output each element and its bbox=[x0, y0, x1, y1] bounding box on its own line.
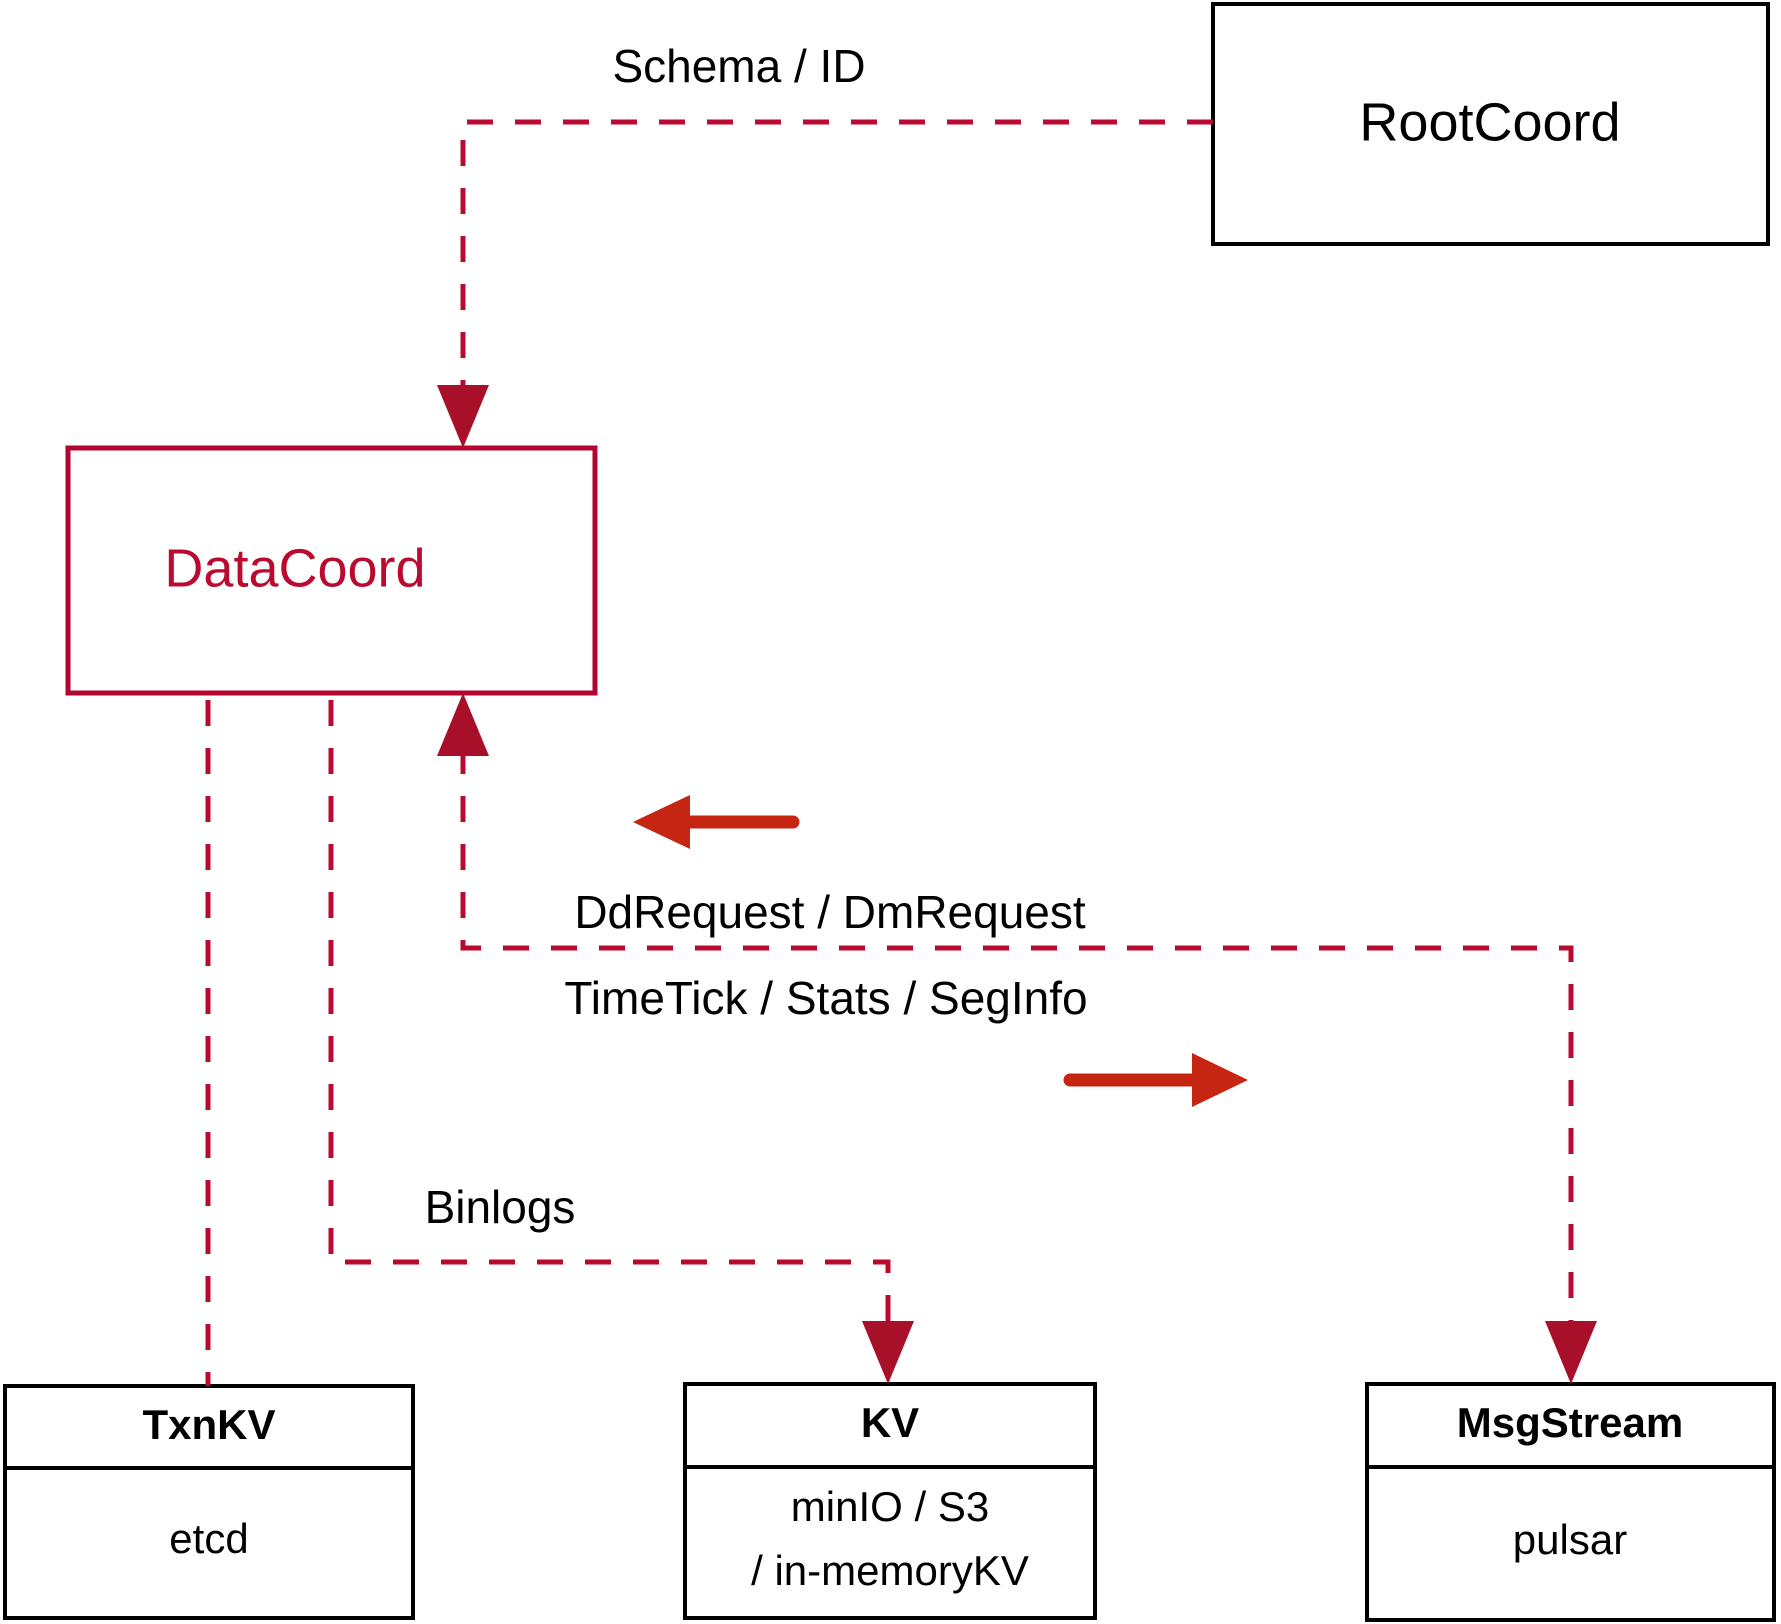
datacoord-box bbox=[65, 445, 598, 696]
kv-detail-line-1: minIO / S3 bbox=[791, 1483, 989, 1530]
msgstream-detail: pulsar bbox=[1513, 1516, 1627, 1563]
timetick-stats-seginfo-label: TimeTick / Stats / SegInfo bbox=[564, 972, 1087, 1024]
kv-title: KV bbox=[861, 1399, 919, 1446]
node-rootcoord[interactable]: RootCoord bbox=[1211, 2, 1770, 246]
binlogs-label: Binlogs bbox=[425, 1181, 576, 1233]
edge-msgstream-bus: DdRequest / DmRequest TimeTick / Stats /… bbox=[437, 693, 1597, 1384]
node-msgstream[interactable]: MsgStream pulsar bbox=[1365, 1382, 1776, 1622]
rootcoord-box bbox=[1211, 2, 1770, 246]
ddrequest-dmrequest-label: DdRequest / DmRequest bbox=[574, 886, 1086, 938]
node-kv[interactable]: KV minIO / S3 / in-memoryKV bbox=[683, 1382, 1097, 1620]
edge-binlogs: Binlogs bbox=[328, 700, 914, 1384]
msgstream-inbound-arrowhead bbox=[1545, 1321, 1597, 1384]
edge-schema-id: Schema / ID bbox=[437, 40, 1213, 448]
msgstream-title: MsgStream bbox=[1457, 1399, 1683, 1446]
ddrequest-arrow-head bbox=[633, 795, 690, 849]
timetick-direction-arrow bbox=[1063, 1053, 1248, 1107]
schema-id-dashed-path bbox=[460, 119, 1213, 392]
schema-id-arrowhead bbox=[437, 385, 489, 448]
rootcoord-label: RootCoord bbox=[1359, 92, 1620, 152]
txnkv-title: TxnKV bbox=[142, 1401, 275, 1448]
kv-detail-line-2: / in-memoryKV bbox=[751, 1547, 1029, 1594]
schema-id-label: Schema / ID bbox=[612, 40, 865, 92]
msgstream-dashed-path bbox=[460, 700, 1574, 1328]
msgstream-box bbox=[1365, 1382, 1776, 1622]
datacoord-label: DataCoord bbox=[164, 538, 425, 598]
ddrequest-direction-arrow bbox=[633, 795, 800, 849]
timetick-arrow-head bbox=[1192, 1053, 1248, 1107]
binlogs-dashed-path bbox=[328, 700, 891, 1328]
node-datacoord[interactable]: DataCoord bbox=[65, 445, 598, 696]
txnkv-detail: etcd bbox=[169, 1515, 248, 1562]
node-txnkv[interactable]: TxnKV etcd bbox=[3, 1384, 415, 1620]
binlogs-arrowhead bbox=[862, 1321, 914, 1384]
datacoord-inbound-arrowhead bbox=[437, 693, 489, 756]
kv-box bbox=[683, 1382, 1097, 1620]
